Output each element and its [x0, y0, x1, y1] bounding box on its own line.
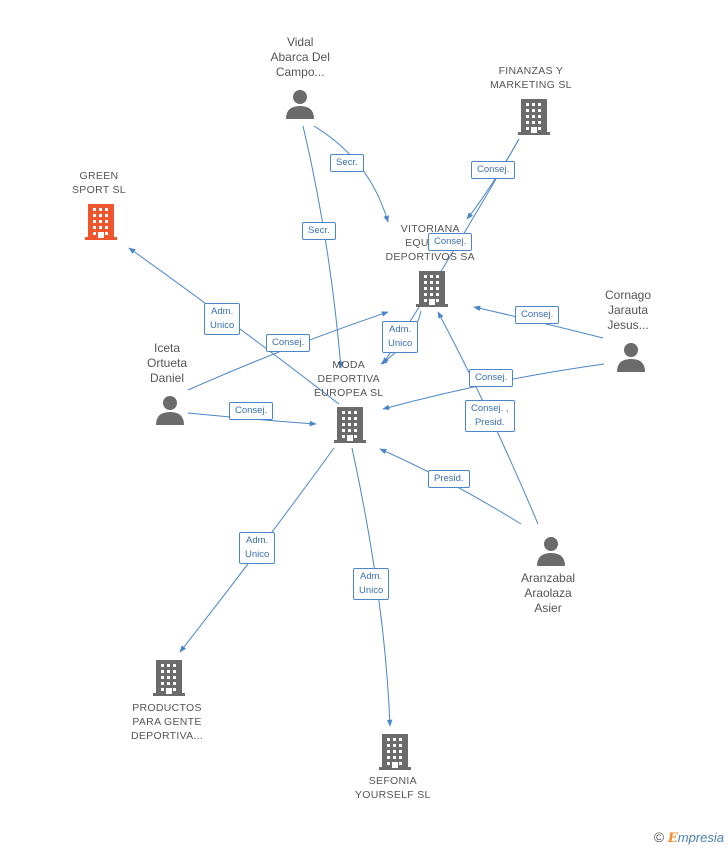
node-label-line: Ortueta: [147, 356, 188, 370]
edge-label-line: Adm.: [211, 306, 234, 317]
edge-label-line: Secr.: [336, 157, 358, 168]
edge-label-moda-productos[interactable]: Adm. Unico: [239, 532, 276, 564]
edge-label-line: Unico: [210, 320, 235, 331]
building-icon[interactable]: [416, 271, 448, 307]
node-label-finanzas[interactable]: FINANZAS Y MARKETING SL: [490, 64, 572, 92]
building-icon[interactable]: [153, 660, 185, 696]
edge-label-line: Unico: [359, 585, 384, 596]
edge-label-vidal-vitoriana[interactable]: Secr.: [330, 154, 364, 172]
person-icon[interactable]: [536, 536, 566, 566]
edge-label-aranzabal-moda[interactable]: Presid.: [428, 470, 470, 488]
person-icon[interactable]: [285, 89, 315, 119]
person-icon[interactable]: [155, 395, 185, 425]
edge-label-line: Consej.: [521, 309, 554, 320]
node-label-line: Campo...: [275, 65, 325, 79]
edge-label-iceta-moda[interactable]: Consej.: [229, 402, 274, 420]
edge-vidal-moda: [302, 125, 344, 369]
edge-label-line: Presid.: [474, 417, 505, 428]
building-icon[interactable]: [379, 734, 411, 770]
node-label-line: Iceta: [154, 341, 181, 355]
node-label-line: Vidal: [286, 35, 314, 49]
node-label-line: Asier: [534, 601, 562, 615]
node-label-line: Aranzabal: [521, 571, 576, 585]
edge-label-line: Secr.: [308, 225, 330, 236]
edge-label-line: Consej.: [235, 405, 268, 416]
edge-label-line: Presid.: [434, 473, 464, 484]
node-label-line: DEPORTIVA...: [131, 730, 204, 742]
brand-initial: E: [667, 831, 678, 846]
node-label-line: Jesus...: [607, 318, 649, 332]
node-label-line: Abarca Del: [270, 50, 330, 64]
node-label-line: VITORIANA: [400, 223, 460, 235]
empresia-watermark: © Empresia: [654, 829, 724, 846]
edge-label-moda-green[interactable]: Adm. Unico: [204, 303, 241, 335]
node-label-line: Daniel: [150, 371, 185, 385]
edge-label-line: Consej.: [477, 164, 510, 175]
edge-label-finanzas-moda[interactable]: Consej.: [428, 233, 473, 251]
node-label-line: PARA GENTE: [132, 716, 202, 728]
edge-label-line: Consej.: [272, 337, 305, 348]
edge-label-line: Consej.: [434, 236, 467, 247]
building-icon[interactable]: [334, 407, 366, 443]
edge-label-vitoriana-moda[interactable]: Adm. Unico: [382, 321, 419, 353]
edge-label-cornago-moda[interactable]: Consej.: [469, 369, 514, 387]
copyright-symbol: ©: [653, 829, 665, 845]
edge-label-vidal-moda[interactable]: Secr.: [302, 222, 336, 240]
person-icon[interactable]: [616, 342, 646, 372]
building-icon[interactable]: [518, 99, 550, 135]
edge-label-line: Unico: [245, 549, 270, 560]
node-label-line: Cornago: [605, 288, 652, 302]
brand-name: mpresia: [677, 830, 724, 845]
edge-label-line: Adm.: [360, 571, 383, 582]
node-label-line: DEPORTIVOS SA: [385, 251, 475, 263]
node-label-productos[interactable]: PRODUCTOS PARA GENTE DEPORTIVA...: [131, 701, 203, 743]
edge-label-line: Adm.: [389, 324, 412, 335]
node-label-line: MARKETING SL: [490, 79, 572, 91]
edge-label-line: Consej.: [475, 372, 508, 383]
node-label-line: GREEN: [79, 170, 119, 182]
edge-label-moda-sefonia[interactable]: Adm. Unico: [353, 568, 390, 600]
edge-label-aranzabal-vitoriana[interactable]: Consej. , Presid.: [465, 400, 515, 432]
node-label-line: YOURSELF SL: [355, 789, 431, 801]
edge-label-finanzas-vitoriana[interactable]: Consej.: [471, 161, 516, 179]
node-label-line: EUROPEA SL: [314, 387, 384, 399]
edge-finanzas-vitoriana: [466, 138, 520, 220]
node-label-line: SPORT SL: [72, 184, 126, 196]
node-label-moda[interactable]: MODA DEPORTIVA EUROPEA SL: [314, 358, 384, 400]
edge-label-line: Unico: [388, 338, 413, 349]
edge-label-line: Consej. ,: [471, 403, 509, 414]
node-label-sefonia[interactable]: SEFONIA YOURSELF SL: [355, 774, 431, 802]
node-label-line: DEPORTIVA: [317, 373, 380, 385]
edge-vidal-vitoriana: [313, 125, 389, 223]
edge-label-line: Adm.: [246, 535, 269, 546]
node-label-line: SEFONIA: [368, 775, 417, 787]
node-label-line: Jarauta: [608, 303, 649, 317]
node-label-green[interactable]: GREEN SPORT SL: [72, 169, 126, 197]
node-label-line: FINANZAS Y: [498, 65, 564, 77]
node-label-line: Araolaza: [524, 586, 572, 600]
edge-label-cornago-vitoriana[interactable]: Consej.: [515, 306, 560, 324]
edge-label-iceta-vitoriana[interactable]: Consej.: [266, 334, 311, 352]
building-icon[interactable]: [85, 204, 117, 240]
node-label-line: PRODUCTOS: [132, 702, 202, 714]
node-label-line: MODA: [332, 359, 366, 371]
